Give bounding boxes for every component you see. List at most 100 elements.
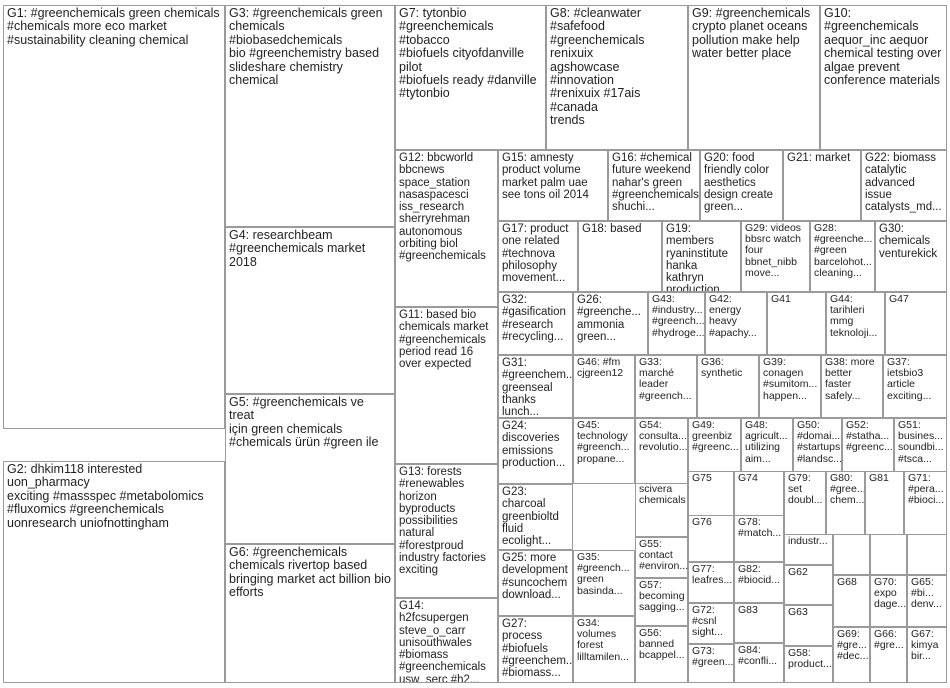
group-label-g5: G5: #greenchemicals ve treat için green … — [229, 395, 379, 450]
group-panel-g32: G32: #gasification #research #recycling.… — [498, 292, 573, 355]
group-label-g63: G63 — [788, 606, 808, 618]
group-label-g45: G45: technology #greench... propane... — [577, 419, 630, 465]
group-label-g39: G39: conagen #sumitom... happen... — [763, 356, 818, 402]
group-label-g7: G7: tytonbio #greenchemicals #tobacco #b… — [399, 6, 537, 101]
group-panel-g24: G24: discoveries emissions production... — [498, 418, 573, 484]
group-label-g67: G67: kimya bir... — [911, 628, 939, 663]
group-label-g48: G48: agricult... utilizing aim... — [745, 419, 788, 465]
group-panel-g84: G84: #confli... — [734, 643, 784, 683]
group-label-g27: G27: process #biofuels #greenchem... #bi… — [502, 618, 573, 680]
group-panel-g37: G37: ietsbio3 article exciting... — [883, 355, 947, 418]
group-panel-g12: G12: bbcworld bbcnews space_station nasa… — [395, 150, 498, 307]
group-label-g36: G36: synthetic — [701, 356, 743, 380]
group-label-g2: G2: dhkim118 interested uon_pharmacy exc… — [7, 462, 204, 530]
group-label-g50: G50: #domai... #startups #landsc... — [797, 419, 842, 465]
group-panel-g25: G25: more development #suncochem downloa… — [498, 550, 573, 616]
group-label-g54: G54: consulta... revolutio... — [639, 419, 688, 454]
group-label-g84: G84: #confli... — [738, 644, 778, 668]
group-panel-g18: G18: based — [578, 221, 662, 292]
group-label-g55: G55: contact #environ... — [639, 538, 688, 573]
group-panel-g70: G70: expo dage... — [870, 575, 907, 627]
group-panel-g11: G11: based bio chemicals market #greench… — [395, 307, 498, 464]
group-label-g80: G80: #gree... chem... — [830, 472, 865, 507]
group-label-g15: G15: amnesty product volume market palm … — [502, 152, 589, 201]
group-label-g24: G24: discoveries emissions production... — [502, 420, 566, 469]
group-label-g35: G35: #greench... green basinda... — [577, 551, 630, 597]
group-label-g65: G65: #bi... denv... — [911, 576, 942, 611]
group-panel-g13: G13: forests #renewables horizon byprodu… — [395, 464, 498, 598]
group-label-g62: G62 — [788, 566, 808, 578]
group-label-g42: G42: energy heavy #apachy... — [709, 293, 757, 339]
group-panel-g1: G1: #greenchemicals green chemicals #che… — [3, 5, 225, 429]
group-panel-g55: G55: contact #environ... — [635, 537, 688, 578]
group-label-g76: G76 — [692, 516, 712, 528]
group-label-g52: G52: #statha... #greenc... — [846, 419, 893, 454]
group-label-g70: G70: expo dage... — [874, 576, 907, 611]
group-panel-g2: G2: dhkim118 interested uon_pharmacy exc… — [3, 461, 225, 683]
group-panel-g3: G3: #greenchemicals green chemicals #bio… — [225, 5, 395, 227]
group-label-g79: G79: set doubl... — [788, 472, 823, 507]
group-label-g16: G16: #chemical future weekend nahar's gr… — [612, 152, 699, 214]
group-panel-g47: G47 — [885, 292, 947, 355]
group-panel-g19: G19: members ryaninstitute hanka kathryn… — [662, 221, 741, 292]
group-label-g57: G57: becoming sagging... — [639, 579, 685, 614]
group-panel-g38: G38: more better faster safely... — [821, 355, 883, 418]
group-panel-g26: G26: #greenche... ammonia green... — [573, 292, 648, 355]
group-label-g78: G78: #match... — [738, 516, 782, 540]
group-label-g69: G69: #gre... #dec... — [837, 628, 869, 663]
group-label-g20: G20: food friendly color aesthetics desi… — [704, 152, 774, 214]
group-label-g1: G1: #greenchemicals green chemicals #che… — [7, 6, 220, 47]
group-panel-g23: G23: charcoal greenbioltd fluid ecolight… — [498, 484, 573, 550]
group-panel-g65: G65: #bi... denv... — [907, 575, 947, 627]
group-panel-g33: G33: marché leader #greench... — [635, 355, 697, 418]
group-panel-g77: G77: leafres... — [688, 562, 734, 603]
group-panel-g68: G68 — [833, 575, 870, 627]
group-panel-g20: G20: food friendly color aesthetics desi… — [700, 150, 783, 221]
group-panel-g8: G8: #cleanwater #safefood #greenchemical… — [546, 5, 688, 150]
group-label-g10: G10: #greenchemicals aequor_inc aequor c… — [824, 6, 942, 87]
group-panel-g6: G6: #greenchemicals chemicals rivertop b… — [225, 544, 395, 683]
group-label-g49: G49: greenbiz #greenc... — [692, 419, 739, 454]
group-panel-g41: G41 — [767, 292, 826, 355]
group-panel-g30: G30: chemicals venturekick — [875, 221, 947, 292]
group-label-g47: G47 — [889, 293, 909, 305]
group-label-g25: G25: more development #suncochem downloa… — [502, 552, 568, 601]
group-label-g82: G82: #biocid... — [738, 563, 781, 587]
group-panel-g10: G10: #greenchemicals aequor_inc aequor c… — [820, 5, 947, 150]
group-label-g22: G22: biomass catalytic advanced issue ca… — [865, 152, 942, 214]
group-label-g8: G8: #cleanwater #safefood #greenchemical… — [550, 6, 645, 127]
group-panel-g63: G63 — [784, 605, 833, 646]
group-label-g43: G43: #industry... #greench... #hydroge..… — [652, 293, 705, 339]
group-label-g32: G32: #gasification #research #recycling.… — [502, 294, 566, 343]
group-panel-g83: G83 — [734, 603, 784, 643]
group-label-g26: G26: #greenche... ammonia green... — [577, 294, 641, 343]
group-panel-g17: G17: product one related #technova philo… — [498, 221, 578, 292]
group-label-g81: G81 — [869, 472, 889, 484]
group-label-g71: G71: #pera... #bioci... — [908, 472, 945, 507]
group-panel-g71: G71: #pera... #bioci... — [904, 471, 947, 535]
group-panel-g58: G58: product... — [784, 646, 833, 683]
group-panel-g66: G66: #gre... — [870, 627, 907, 683]
group-panel-g28: G28: #greenche... #green barcelohot... c… — [810, 221, 875, 292]
group-panel-g56: G56: banned bcappel... — [635, 626, 688, 683]
group-panel-g45: G45: technology #greench... propane... — [573, 418, 635, 484]
group-label-g51: G51: busines... soundbi... #tsca... — [898, 419, 944, 465]
group-panel-g57: G57: becoming sagging... — [635, 578, 688, 626]
group-label-g34: G34: volumes forest lilltamilen... — [577, 617, 629, 663]
group-panel-g81: G81 — [865, 471, 904, 535]
group-label-g28: G28: #greenche... #green barcelohot... c… — [814, 222, 873, 279]
group-label-g17: G17: product one related #technova philo… — [502, 223, 569, 285]
group-panel-g78: G78: #match... — [734, 515, 784, 562]
group-panel-g14: G14: h2fcsupergen steve_o_carr unisouthw… — [395, 598, 498, 683]
group-label-g14: G14: h2fcsupergen steve_o_carr unisouthw… — [399, 600, 486, 683]
group-panel-g36: G36: synthetic — [697, 355, 759, 418]
group-panel-g62: G62 — [784, 565, 833, 605]
group-panel-g46: G46: #fm cjgreen12 — [573, 355, 635, 418]
group-label-g58: G58: product... — [788, 647, 832, 671]
group-label-g12: G12: bbcworld bbcnews space_station nasa… — [399, 152, 486, 263]
group-label-g66: G66: #gre... — [874, 628, 904, 652]
group-panel-g21: G21: market — [783, 150, 861, 221]
group-panel-g34: G34: volumes forest lilltamilen... — [573, 616, 635, 683]
group-panel-g82: G82: #biocid... — [734, 562, 784, 603]
group-panel-g5: G5: #greenchemicals ve treat için green … — [225, 394, 395, 544]
